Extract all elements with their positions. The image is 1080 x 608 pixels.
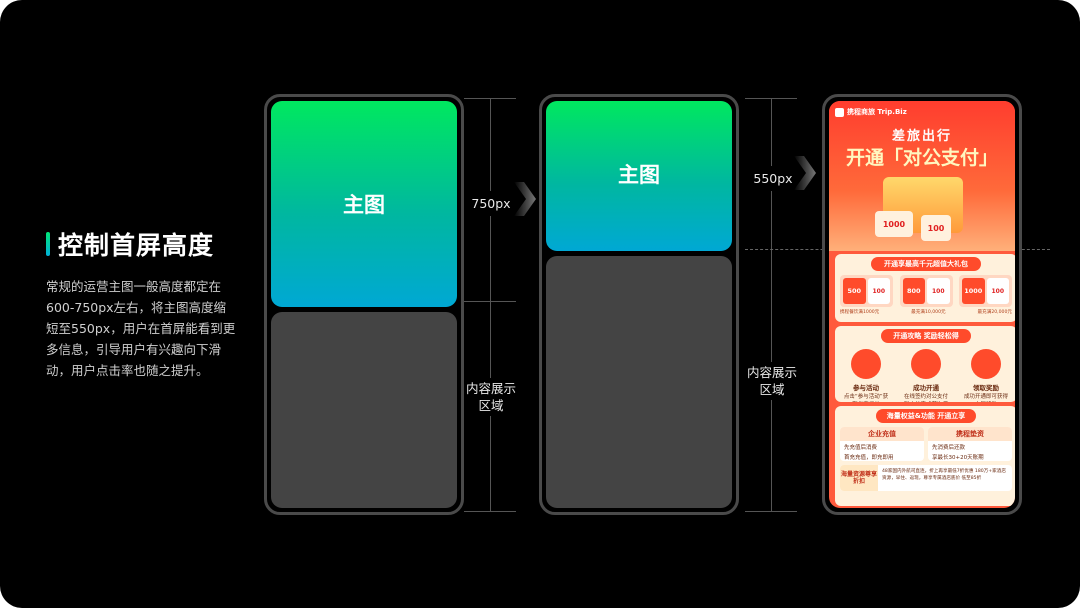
chevron-right-icon [514,182,536,216]
panel-title: 海量权益&功能 开通立享 [876,409,976,423]
coupon-value: 800 [902,278,925,304]
title-text: 控制首屏高度 [58,231,215,260]
step-icon [911,349,941,379]
benefit-item: 先充值后消费 [844,445,878,451]
benefit-item: 先消费后还款 [932,445,966,451]
poster-subtitle: 差旅出行 [891,129,952,144]
coupon-value: 1000 [962,278,985,304]
benefits-panel: 海量权益&功能 开通立享 企业充值 先充值后消费 首充充值，即充即用 携程垫资 … [835,406,1015,506]
step-subtitle: 点击“参与活动”获取优惠权益 [843,394,889,400]
benefit-title: 企业充值 [840,427,924,441]
section-title: 控制首屏高度 [46,226,214,262]
benefit-item: 首充充值，即充即用 [844,455,894,461]
coupon-note: 携程餐饮满1000元 [840,310,880,315]
measure-line [771,98,772,511]
coupon-note: 最充满10,000元 [911,310,946,315]
main-height-label: 750px [470,191,512,216]
benefit-column-credit: 携程垫资 先消费后还款 享最长30+20天账期 [928,427,1012,461]
phone-mockup-example: 携程商旅 Trip.Biz 差旅出行 开通「对公支付」 1000 100 开通享… [822,94,1022,515]
step-subtitle: 在线签约对公支付账户并完成首次使用 [903,394,948,400]
main-height-label: 550px [752,166,794,191]
main-image-label: 主图 [343,193,385,217]
coupon-value: 100 [867,278,890,304]
resource-strip: 海量资源尊享折扣 48家国内外航司直连，折上再享最低7折优惠 180万+家酒店资… [840,465,1012,491]
benefit-title: 携程垫资 [928,427,1012,441]
main-image-area: 主图 [546,101,732,251]
step-item: 成功开通在线签约对公支付账户并完成首次使用 [903,349,949,402]
main-image-label: 主图 [618,163,660,187]
measure-line [490,98,491,511]
panel-title: 开通享最高千元超值大礼包 [871,257,981,271]
description-text: 常规的运营主图一般高度都定在600-750px左右，将主图高度缩短至550px，… [46,279,236,378]
title-accent-bar [46,232,50,256]
main-image-area: 主图 [271,101,457,307]
panel-title: 开通攻略 奖励轻松得 [881,329,971,343]
step-icon [851,349,881,379]
step-title: 领取奖励 [973,384,999,392]
coupon-note: 最充满20,000元 [977,310,1012,315]
benefit-item: 享最长30+20天账期 [932,455,984,461]
content-area [546,256,732,508]
poster-hero: 携程商旅 Trip.Biz 差旅出行 开通「对公支付」 1000 100 [829,101,1015,251]
resource-text: 48家国内外航司直连，折上再享最低7折优惠 180万+家酒店资源，早住、返现，尊… [882,469,1006,481]
chevron-right-icon [794,156,816,190]
hero-card-1000: 1000 [875,211,913,237]
phone-mockup-550: 主图 [539,94,739,515]
poster-logo: 携程商旅 Trip.Biz [835,107,907,117]
brand-logo-icon [835,107,844,117]
coupon-value: 500 [843,278,866,304]
poster-example: 携程商旅 Trip.Biz 差旅出行 开通「对公支付」 1000 100 开通享… [829,101,1015,508]
poster-headline: 开通「对公支付」 [845,147,998,169]
measure-tick-bottom [745,511,797,512]
step-title: 成功开通 [913,384,939,392]
content-area [271,312,457,508]
measure-tick-bottom [464,511,516,512]
coupon-value: 100 [986,278,1009,304]
content-area-label: 内容展示区域 [466,378,516,416]
step-item: 领取奖励成功开通即可获得丰厚奖励 [963,349,1009,402]
step-title: 参与活动 [853,384,879,392]
content-area-label: 内容展示区域 [746,362,798,400]
step-subtitle: 成功开通即可获得丰厚奖励 [963,394,1008,400]
benefit-column-recharge: 企业充值 先充值后消费 首充充值，即充即用 [840,427,924,461]
phone-mockup-750: 主图 [264,94,464,515]
step-icon [971,349,1001,379]
brand-logo-text: 携程商旅 Trip.Biz [847,108,907,116]
coupon-value: 100 [927,278,950,304]
hero-card-100: 100 [921,215,951,241]
resource-tag: 海量资源尊享折扣 [840,465,878,491]
